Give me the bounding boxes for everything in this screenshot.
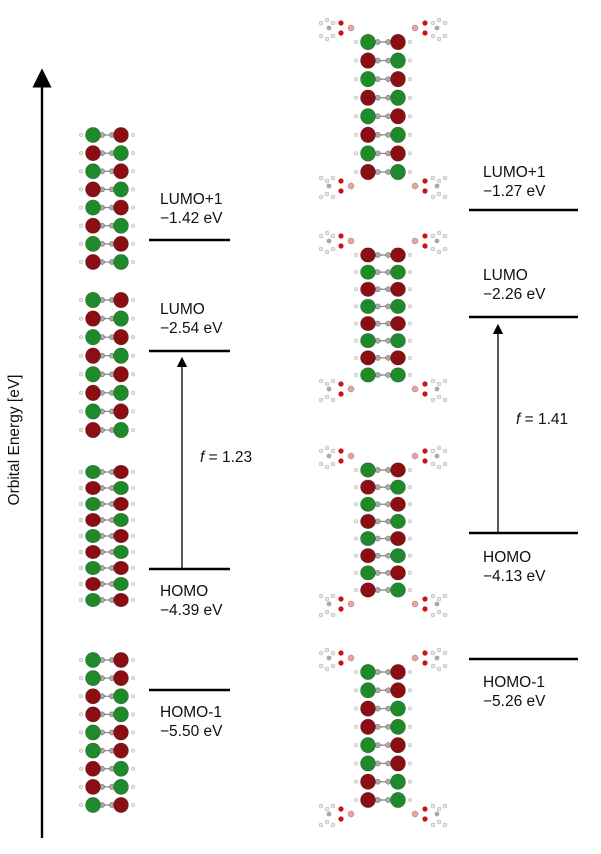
level-name: LUMO [160,301,205,318]
oscillator-value: = 1.41 [524,411,569,428]
axis-title: Orbital Energy [eV] [6,374,23,506]
orbital-left-lumo [78,291,135,439]
orbital-right-homo [318,445,448,618]
level-label-left-lumo: LUMO −2.54 eV [160,300,222,338]
level-name: HOMO-1 [483,674,545,691]
oscillator-strength-right: f = 1.41 [516,411,568,429]
level-energy: −2.26 eV [483,286,546,303]
level-name: LUMO+1 [483,164,546,181]
level-label-right-lumo: LUMO −2.26 eV [483,266,545,304]
level-energy: −4.39 eV [160,602,223,619]
level-energy: −5.50 eV [160,723,223,740]
orbital-right-lumo [318,230,448,403]
level-energy: −4.13 eV [483,568,546,585]
level-name: HOMO-1 [160,704,222,721]
level-name: LUMO [483,267,528,284]
orbital-left-homo [78,464,135,608]
orbital-right-lumo-plus-1 [318,17,448,200]
level-label-right-lumo-plus-1: LUMO+1 −1.27 eV [483,163,545,201]
level-label-right-homo-1: HOMO-1 −5.26 eV [483,673,545,711]
oscillator-symbol: f [516,411,521,428]
level-label-left-homo-1: HOMO-1 −5.50 eV [160,703,222,741]
orbital-right-homo-1 [318,647,448,828]
level-name: HOMO [483,549,532,566]
level-energy: −1.42 eV [160,210,223,227]
level-label-left-homo: HOMO −4.39 eV [160,582,222,620]
level-name: HOMO [160,583,209,600]
level-label-right-homo: HOMO −4.13 eV [483,548,545,586]
level-name: LUMO+1 [160,191,223,208]
level-energy: −1.27 eV [483,183,546,200]
orbital-left-homo-1 [78,652,135,813]
orbital-left-lumo-plus-1 [78,127,135,270]
oscillator-symbol: f [200,449,205,466]
oscillator-value: = 1.23 [208,449,253,466]
level-label-left-lumo-plus-1: LUMO+1 −1.42 eV [160,190,222,228]
oscillator-strength-left: f = 1.23 [200,449,252,467]
level-energy: −2.54 eV [160,320,223,337]
level-energy: −5.26 eV [483,693,546,710]
